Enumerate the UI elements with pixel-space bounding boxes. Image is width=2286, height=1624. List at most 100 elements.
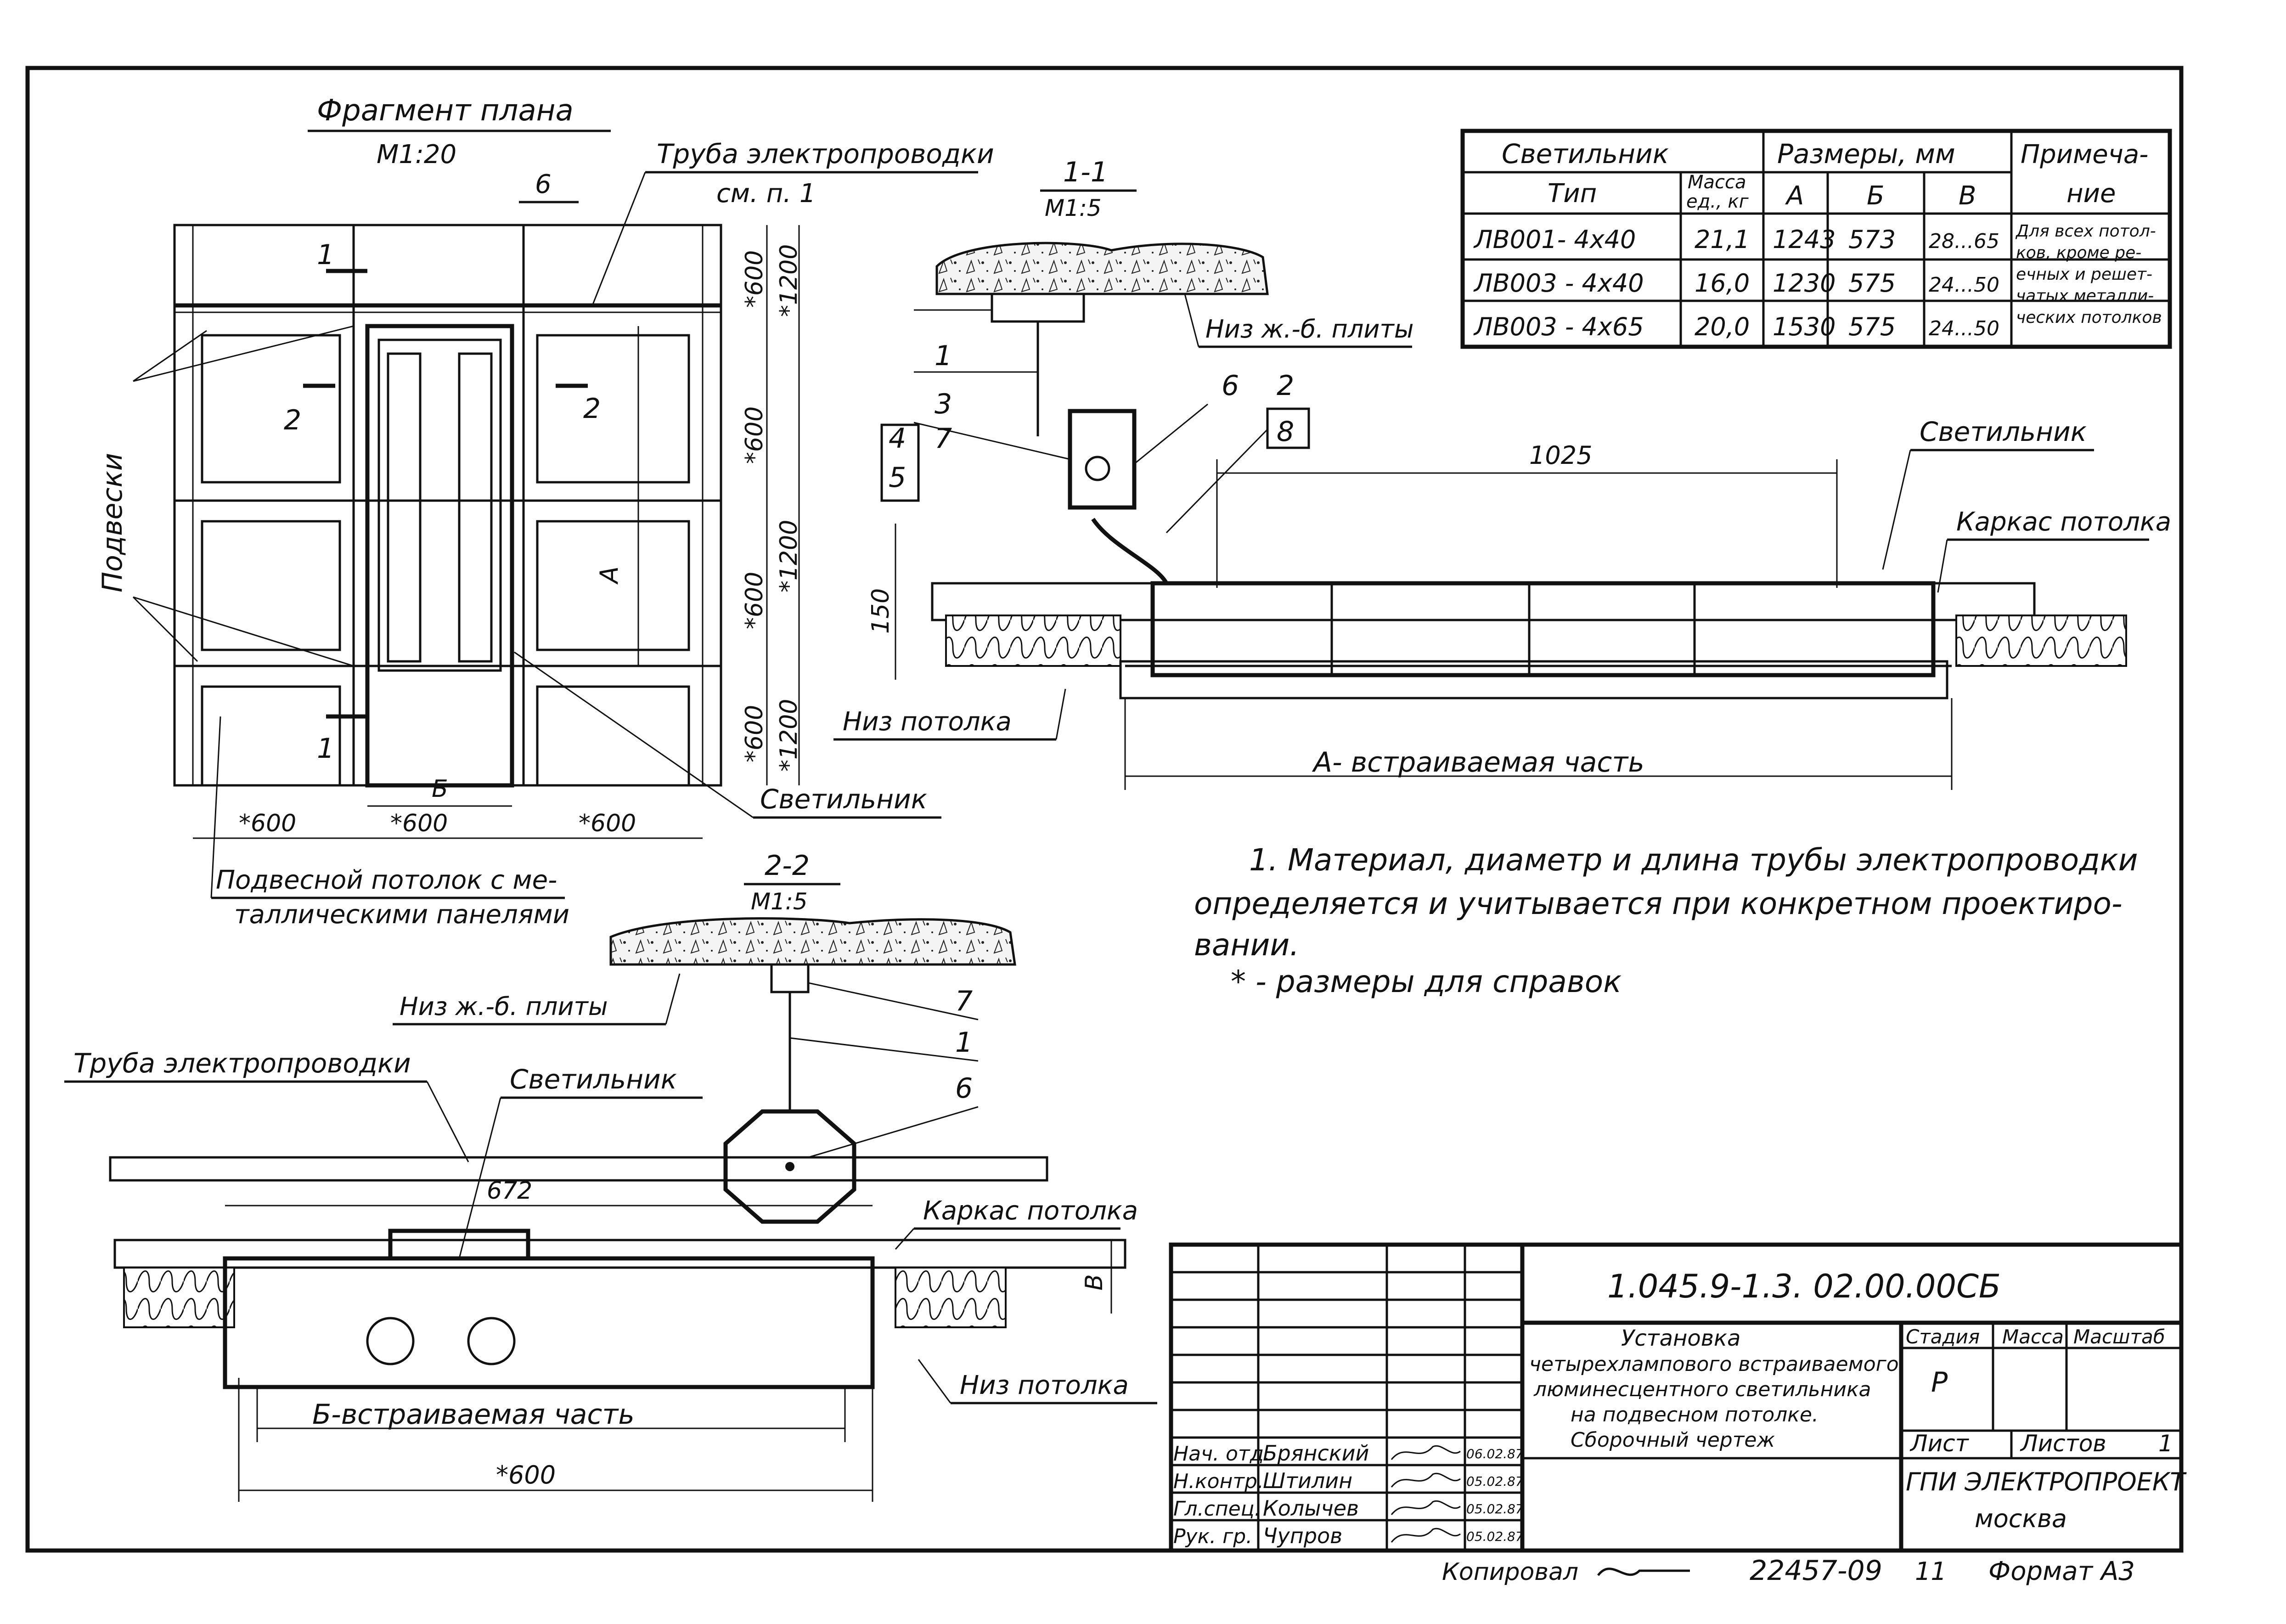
table-cell-mass: 21,1	[1695, 225, 1750, 254]
section-22-pos1: 1	[955, 1026, 973, 1059]
section-11-ceiling-bottom: Низ потолка	[843, 707, 1012, 737]
section-11-pos5: 5	[889, 462, 906, 494]
plan-dim-B: Б	[432, 775, 448, 803]
stamp-name: Чупров	[1263, 1523, 1342, 1548]
section-11-luminaire-label: Светильник	[1920, 416, 2087, 447]
stamp-date: 06.02.87	[1466, 1446, 1524, 1461]
table-note-line: ков, кроме ре-	[2016, 243, 2141, 262]
copied-signature	[1597, 1568, 1690, 1576]
section-22-junction-box	[723, 1109, 856, 1224]
plan-dim-A: А	[595, 566, 624, 585]
general-notes: 1. Материал, диаметр и длина трубы элект…	[1194, 842, 2138, 999]
signature-mark	[1391, 1445, 1461, 1460]
note-line-3: вании.	[1194, 927, 1299, 963]
table-note-line: Для всех потол-	[2015, 222, 2156, 241]
section-22-slab	[609, 917, 1016, 966]
table-cell-v: 24...50	[1929, 317, 1999, 340]
section-22-slab-label: Низ ж.-б. плиты	[400, 992, 608, 1021]
plan-dim-600-h1: *600	[239, 810, 296, 837]
table-row: ЛВ001- 4х40 21,1 1243 573 28...65	[1473, 225, 1999, 254]
stamp-col-stage: Стадия	[1906, 1325, 1980, 1348]
footer-format: Формат А3	[1988, 1556, 2135, 1586]
stamp-name: Колычев	[1263, 1496, 1359, 1521]
plan-dim-600-v2: *600	[741, 406, 768, 464]
table-cell-b: 575	[1848, 312, 1896, 341]
table-cell-v: 24...50	[1929, 273, 1999, 297]
stamp-person-row: Н.контр. Штилин 05.02.87	[1173, 1468, 1524, 1493]
section-11-pos1: 1	[935, 340, 952, 372]
plan-section-2-right: 2	[583, 393, 601, 425]
section-11-slab-label: Низ ж.-б. плиты	[1205, 315, 1414, 344]
stamp-title-5: Сборочный чертеж	[1571, 1428, 1775, 1452]
table-cell-a: 1530	[1773, 312, 1836, 341]
plan-dim-1200-v3: *1200	[775, 699, 803, 772]
stamp-sheets-count: 1	[2158, 1430, 2173, 1457]
table-row: ЛВ003 - 4х65 20,0 1530 575 24...50	[1473, 312, 1999, 341]
section-11-scale: М1:5	[1045, 195, 1102, 221]
stamp-org-1: ГПИ ЭЛЕКТРОПРОЕКТ	[1906, 1467, 2187, 1496]
table-col-mass-2: ед., кг	[1686, 191, 1749, 212]
stamp-date: 05.02.87	[1466, 1501, 1524, 1517]
section-22-pos7: 7	[955, 985, 973, 1017]
section-22-title: 2-2	[765, 850, 810, 882]
footer: Копировал 22457-09 11 Формат А3	[1442, 1555, 2135, 1587]
section-22-dim-600: *600	[496, 1460, 556, 1489]
section-22-pipe-label: Труба электропроводки	[73, 1048, 411, 1079]
signature-mark	[1391, 1472, 1461, 1488]
table-row: ЛВ003 - 4х40 16,0 1230 575 24...50	[1473, 269, 1999, 298]
stamp-org-2: москва	[1975, 1504, 2067, 1533]
luminaire-table: Светильник Размеры, мм Примеча- ние Тип …	[1460, 129, 2172, 349]
section-22-ceiling-bottom: Низ потолка	[960, 1370, 1129, 1400]
sheet-frame	[25, 66, 2184, 1553]
signature-mark	[1391, 1500, 1461, 1515]
stamp-stage: Р	[1931, 1366, 1948, 1398]
section-22-frame-label: Каркас потолка	[923, 1196, 1138, 1226]
plan-hangers-label: Подвески	[96, 453, 129, 592]
table-col-B: Б	[1867, 181, 1884, 211]
table-cell-mass: 16,0	[1695, 269, 1750, 298]
signature-mark	[1391, 1528, 1461, 1543]
section-22-scale: М1:5	[751, 888, 808, 915]
stamp-person-row: Гл.спец. Колычев 05.02.87	[1173, 1496, 1524, 1521]
plan-fragment: Фрагмент плана М1:20 Труба электропровод…	[96, 94, 994, 930]
section-22-luminaire-label: Светильник	[510, 1064, 677, 1095]
section-11-title: 1-1	[1063, 156, 1108, 188]
table-cell-a: 1230	[1773, 269, 1836, 298]
section-11-pos2: 2	[1277, 370, 1294, 402]
table-cell-v: 28...65	[1929, 230, 1999, 253]
footer-page: 11	[1915, 1557, 1947, 1586]
note-line-2: определяется и учитывается при конкретно…	[1194, 886, 2123, 921]
plan-pos6: 6	[535, 169, 552, 199]
stamp-title-1: Установка	[1621, 1325, 1740, 1351]
section-11-dim-150: 150	[867, 588, 895, 634]
note-line-1: 1. Материал, диаметр и длина трубы элект…	[1249, 842, 2138, 878]
stamp-role: Гл.спец.	[1173, 1497, 1261, 1521]
note-line-4: * - размеры для справок	[1231, 964, 1622, 999]
plan-dim-600-h3: *600	[579, 810, 636, 837]
stamp-title-4: на подвесном потолке.	[1571, 1403, 1819, 1427]
section-22-pipe	[109, 1156, 1048, 1182]
plan-ceiling-label-1: Подвесной потолок с ме-	[216, 865, 557, 895]
table-note-line: чатых металли-	[2016, 287, 2154, 305]
stamp-sheets: Листов	[2020, 1430, 2106, 1457]
plan-dim-600-v3: *600	[741, 572, 768, 629]
section-11-pos4: 4	[889, 423, 906, 455]
table-note-line: ческих потолков	[2016, 308, 2162, 327]
plan-section-1-bottom: 1	[317, 733, 334, 765]
table-cell-b: 573	[1848, 225, 1896, 254]
footer-copied: Копировал	[1442, 1558, 1578, 1586]
section-22-dim-672: 672	[487, 1177, 532, 1205]
stamp-person-row: Рук. гр. Чупров 05.02.87	[1173, 1523, 1524, 1548]
plan-pipe-ref: см. п. 1	[716, 179, 816, 209]
section-11-frame-label: Каркас потолка	[1956, 507, 2171, 537]
stamp-sheet: Лист	[1909, 1430, 1970, 1457]
stamp-name: Брянский	[1263, 1441, 1369, 1466]
section-22-dim-V: В	[1081, 1274, 1108, 1291]
section-11-pos8: 8	[1277, 416, 1294, 448]
section-11-pos6: 6	[1222, 370, 1239, 402]
section-1-1: 1-1 М1:5 Низ ж.-б. плиты 7 1 3 4 5 6 2	[833, 156, 2171, 790]
stamp-role: Рук. гр.	[1173, 1525, 1252, 1548]
plan-title: Фрагмент плана	[317, 94, 574, 128]
